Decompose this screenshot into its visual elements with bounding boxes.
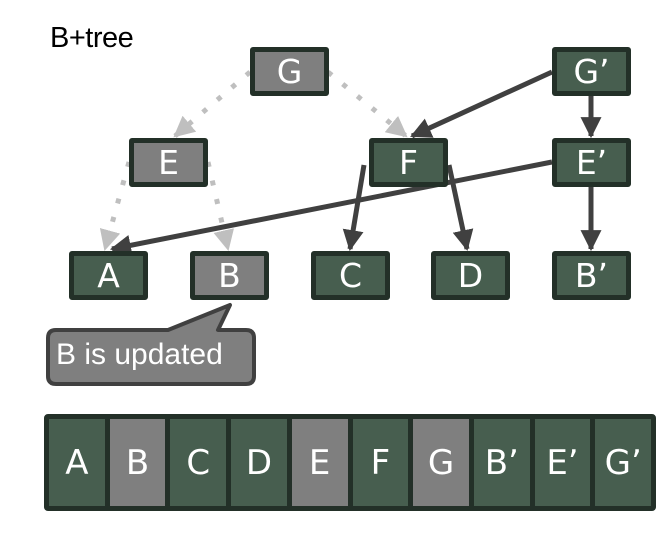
edge-e-to-b — [205, 161, 234, 252]
edge-ep-to-a — [109, 159, 553, 256]
diagram-title: B+tree — [50, 22, 134, 54]
storage-cell: G — [413, 419, 469, 506]
tree-node-gp: G’ — [552, 47, 631, 96]
storage-cell: E — [291, 419, 348, 506]
edge-g-to-f — [326, 70, 408, 138]
edge-f-to-d — [446, 164, 474, 252]
tree-node-g: G — [250, 47, 329, 96]
storage-cell: A — [49, 419, 105, 506]
tree-node-a: A — [69, 251, 148, 300]
callout-bubble — [46, 303, 256, 386]
edge-g-to-e — [173, 70, 252, 138]
edge-gp-to-f — [410, 69, 554, 139]
storage-cell: E’ — [534, 419, 591, 506]
edge-e-to-a — [99, 161, 132, 252]
tree-node-b: B — [190, 251, 269, 300]
tree-node-ep: E’ — [552, 138, 631, 187]
storage-cell: C — [170, 419, 227, 506]
storage-cell: B’ — [473, 419, 530, 506]
tree-node-bp: B’ — [552, 251, 631, 300]
tree-node-f: F — [369, 138, 448, 187]
tree-node-e: E — [129, 138, 208, 187]
tree-node-c: C — [311, 251, 390, 300]
tree-node-d: D — [431, 251, 510, 300]
storage-cell: G’ — [595, 419, 652, 506]
callout-text: B is updated — [56, 338, 223, 371]
storage-cell: B — [109, 419, 166, 506]
storage-cell: D — [231, 419, 287, 506]
storage-cell: F — [352, 419, 409, 506]
edge-f-to-c — [342, 164, 367, 252]
